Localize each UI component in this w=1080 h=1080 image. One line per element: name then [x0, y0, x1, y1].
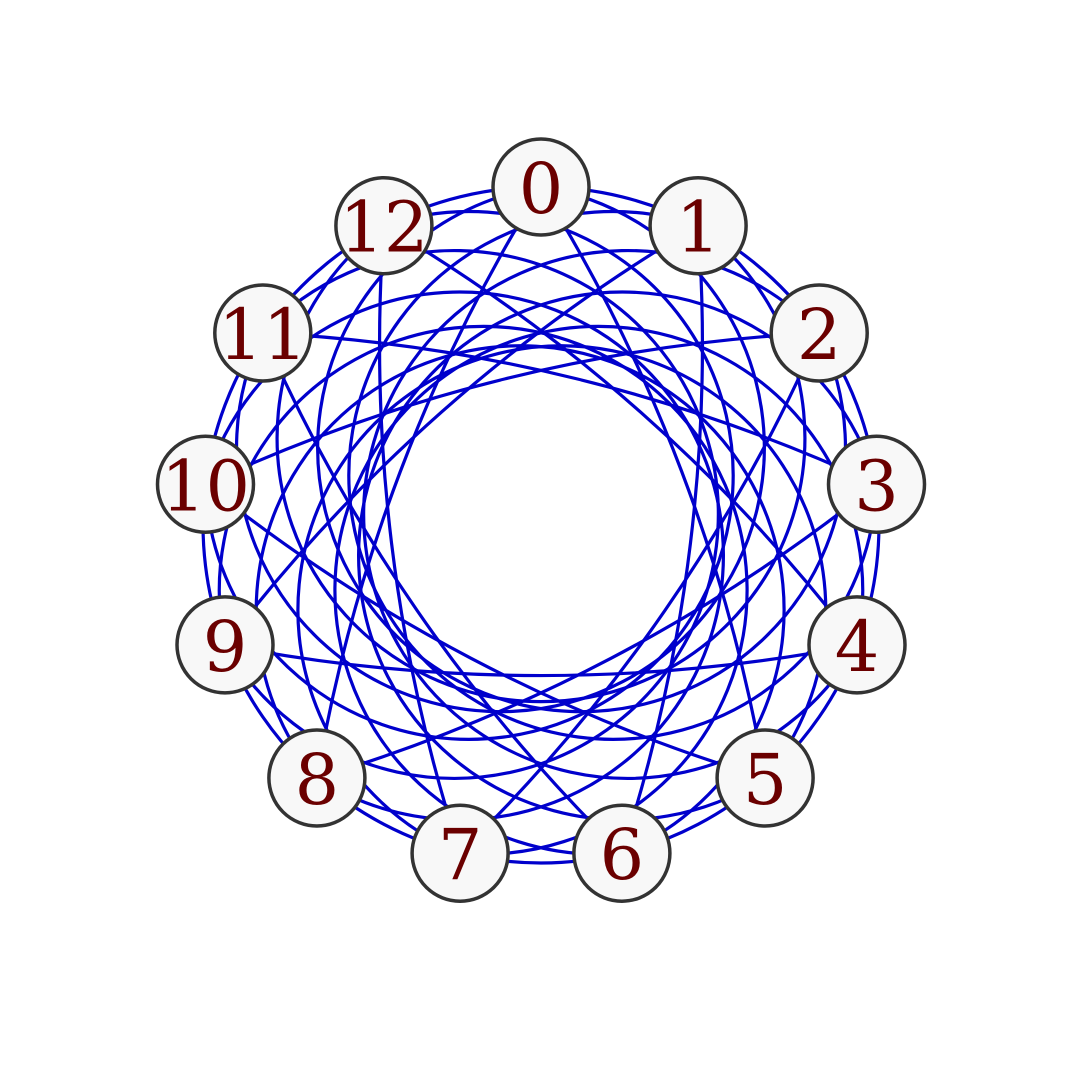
node-12: 12 — [334, 175, 434, 276]
outer-loop-edge-10-12 — [203, 209, 735, 741]
node-label: 1 — [676, 187, 721, 269]
chord-edge-4-9 — [224, 643, 858, 678]
chord-edge-2-7 — [458, 332, 821, 855]
node-circle — [175, 595, 275, 695]
chord-edge-9-1 — [223, 224, 699, 646]
node-label: 4 — [835, 606, 880, 688]
chord-edge-11-3 — [262, 331, 878, 486]
node-6: 6 — [572, 803, 672, 903]
node-label: 9 — [203, 606, 248, 688]
node-circle — [769, 283, 869, 383]
chord-edge-10-2 — [204, 331, 820, 486]
node-3: 3 — [826, 434, 927, 535]
node-label: 6 — [600, 814, 645, 896]
node-circle — [715, 728, 815, 828]
chord-edge-8-0 — [315, 186, 543, 779]
node-circle — [155, 434, 256, 535]
node-circle — [807, 595, 907, 695]
chord-edge-6-11 — [261, 332, 624, 855]
node-circle — [213, 283, 313, 383]
node-label: 2 — [797, 294, 842, 376]
outer-loop-edge-7-9 — [217, 324, 749, 856]
chord-edge-7-12 — [378, 225, 462, 854]
node-7: 7 — [410, 803, 510, 903]
node-label: 10 — [161, 445, 250, 527]
outer-loop-edge-0-2 — [316, 185, 848, 714]
outer-loop-edges — [203, 185, 879, 856]
outer-loop-edge-8-10 — [203, 290, 725, 822]
node-label: 8 — [295, 739, 340, 821]
node-circle — [267, 728, 367, 828]
node-label: 12 — [339, 187, 428, 269]
chord-edge-5-10 — [204, 483, 766, 780]
outer-loop-edge-9-11 — [223, 248, 720, 780]
node-1: 1 — [648, 175, 748, 276]
node-label: 11 — [218, 294, 307, 376]
node-9: 9 — [175, 595, 275, 695]
node-circle — [572, 803, 672, 903]
node-8: 8 — [267, 728, 367, 828]
node-circle — [410, 803, 510, 903]
node-label: 7 — [438, 814, 483, 896]
outer-loop-edge-1-3 — [347, 209, 879, 741]
node-circle — [334, 175, 434, 276]
node-10: 10 — [155, 434, 256, 535]
chord-edge-1-6 — [620, 225, 704, 854]
outer-loop-edge-6-8 — [254, 344, 786, 855]
chord-edge-0-5 — [539, 186, 767, 779]
chord-edge-12-4 — [383, 224, 859, 646]
node-circle — [648, 175, 748, 276]
node-0: 0 — [491, 137, 591, 237]
outer-loop-edge-12-1 — [275, 224, 807, 704]
node-5: 5 — [715, 728, 815, 828]
node-circle — [826, 434, 927, 535]
node-4: 4 — [807, 595, 907, 695]
chord-edges — [204, 186, 878, 855]
outer-loop-edge-4-6 — [333, 324, 865, 856]
node-11: 11 — [213, 283, 313, 383]
outer-loop-edge-11-0 — [234, 185, 766, 714]
node-label: 5 — [743, 739, 788, 821]
chord-edge-3-8 — [316, 483, 878, 780]
node-label: 0 — [519, 148, 564, 230]
outer-loop-edge-5-7 — [296, 344, 828, 855]
outer-loop-edge-2-4 — [362, 248, 859, 780]
node-label: 3 — [854, 445, 899, 527]
node-circle — [491, 137, 591, 237]
node-2: 2 — [769, 283, 869, 383]
outer-loop-edge-3-5 — [357, 290, 879, 822]
